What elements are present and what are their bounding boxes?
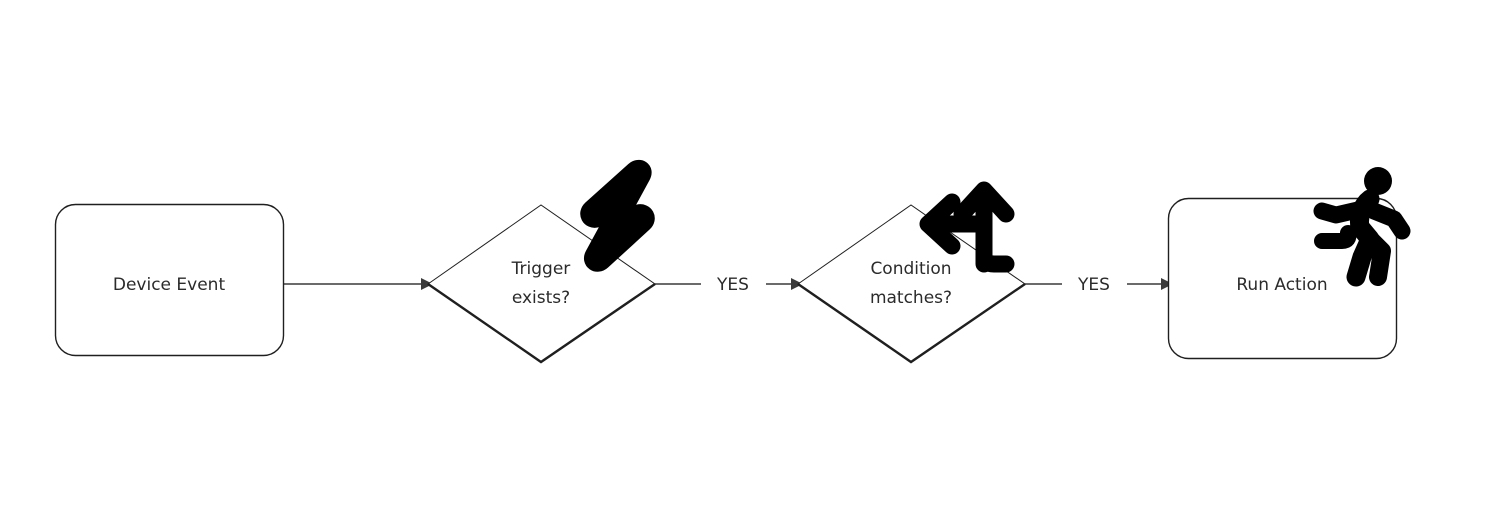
arrowhead-icon <box>421 278 433 290</box>
condition-matches-label-line2: matches? <box>870 288 952 308</box>
running-person-head <box>1364 167 1392 195</box>
edge-trigger-to-condition: YES <box>655 275 803 295</box>
condition-matches-diamond-emphasis <box>797 283 1026 364</box>
trigger-exists-diamond-emphasis <box>427 283 656 364</box>
running-person-icon <box>1313 167 1411 287</box>
node-device-event[interactable]: Device Event <box>54 203 285 357</box>
arrowhead-icon <box>791 278 803 290</box>
arrowhead-icon <box>1161 278 1173 290</box>
device-event-box[interactable] <box>54 203 285 357</box>
edge-label-yes-2: YES <box>1077 275 1110 295</box>
edge-event-to-trigger <box>284 278 433 290</box>
node-condition-matches[interactable]: Condition matches? <box>797 204 1026 364</box>
run-action-label: Run Action <box>1236 275 1327 295</box>
edge-condition-to-action: YES <box>1025 275 1173 295</box>
lightning-bolt-icon <box>580 159 655 272</box>
condition-matches-label-line1: Condition <box>870 259 951 279</box>
branch-arrow-icon <box>919 181 1015 273</box>
device-event-label: Device Event <box>113 275 226 295</box>
trigger-exists-label-line1: Trigger <box>511 259 571 279</box>
edge-label-yes-1: YES <box>716 275 749 295</box>
trigger-exists-label-line2: exists? <box>512 288 570 308</box>
node-trigger-exists[interactable]: Trigger exists? <box>427 204 656 364</box>
